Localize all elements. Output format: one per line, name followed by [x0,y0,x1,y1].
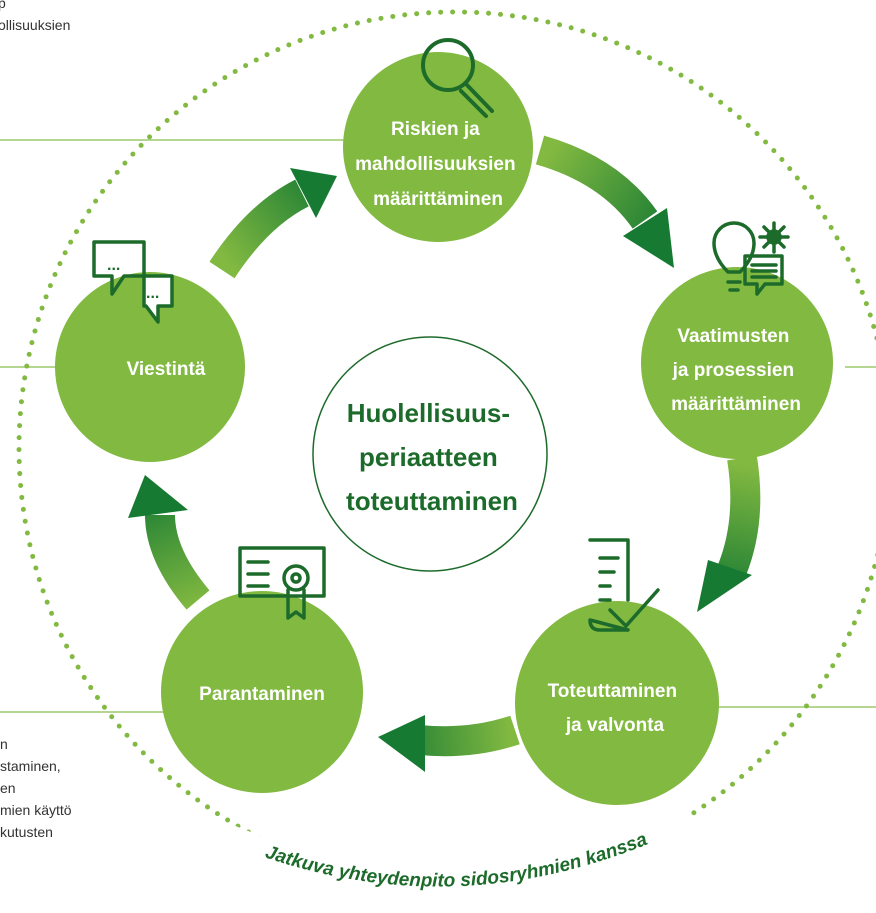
arrow-vaatimukset-to-toteuttaminen [697,455,761,612]
node-label-line: määrittäminen [373,189,503,210]
edge-text-line: mien käyttö [0,802,72,818]
center-title-line: toteuttaminen [346,486,518,516]
node-label-line: mahdollisuuksien [355,154,515,175]
center-title-line: Huolellisuus- [347,398,510,428]
node-label-line: Riskien ja [391,119,480,140]
node-label-line: ja prosessien [672,360,794,381]
left-edge-text-bottom: n staminen, en mien käyttö kutusten [0,733,72,843]
node-label-line: määrittäminen [671,394,801,415]
arrow-viestinta-to-riskit [209,168,337,279]
node-label-toteuttaminen: Toteuttaminen ja valvonta [548,681,683,736]
edge-text-line: kutusten [0,824,53,840]
checklist-icon [588,538,660,632]
magnifier-icon [421,38,494,118]
node-circle-vaatimukset [641,267,833,459]
svg-text:...: ... [107,257,120,274]
node-label-line: Vaatimusten [677,326,789,347]
node-label-line: Viestintä [127,359,206,380]
arrow-riskit-to-vaatimukset [535,135,674,268]
edge-text-line: staminen, [0,758,61,774]
left-edge-text-top: p ollisuuksien [0,0,70,36]
node-circle-toteuttaminen [515,601,719,805]
node-label-viestinta: Viestintä [127,359,206,380]
node-circle-parantaminen [161,591,363,793]
outer-label-gap [214,808,699,908]
node-label-parantaminen: Parantaminen [199,684,325,705]
arrow-parantaminen-to-viestinta [128,475,210,610]
arrow-toteuttaminen-to-parantaminen [378,715,520,772]
node-label-line: Parantaminen [199,684,325,705]
lightbulb-document-icon [712,221,790,296]
chat-bubbles-icon: ... ... [92,240,174,324]
node-label-line: ja valvonta [565,715,665,736]
svg-text:...: ... [146,285,159,302]
center-circle [312,336,548,572]
node-label-line: Toteuttaminen [548,681,677,702]
center-title: Huolellisuus- periaatteen toteuttaminen [346,398,518,516]
edge-text-line: p [0,0,6,11]
edge-text-line: ollisuuksien [0,17,71,33]
node-label-riskit: Riskien ja mahdollisuuksien määrittämine… [355,119,521,210]
node-circle-viestinta [55,272,245,462]
certificate-icon [238,546,326,620]
edge-text-line: en [0,780,16,796]
edge-text-line: n [0,736,8,752]
node-label-vaatimukset: Vaatimusten ja prosessien määrittäminen [671,326,801,415]
center-title-line: periaatteen [359,442,498,472]
node-circle-riskit [343,52,533,242]
